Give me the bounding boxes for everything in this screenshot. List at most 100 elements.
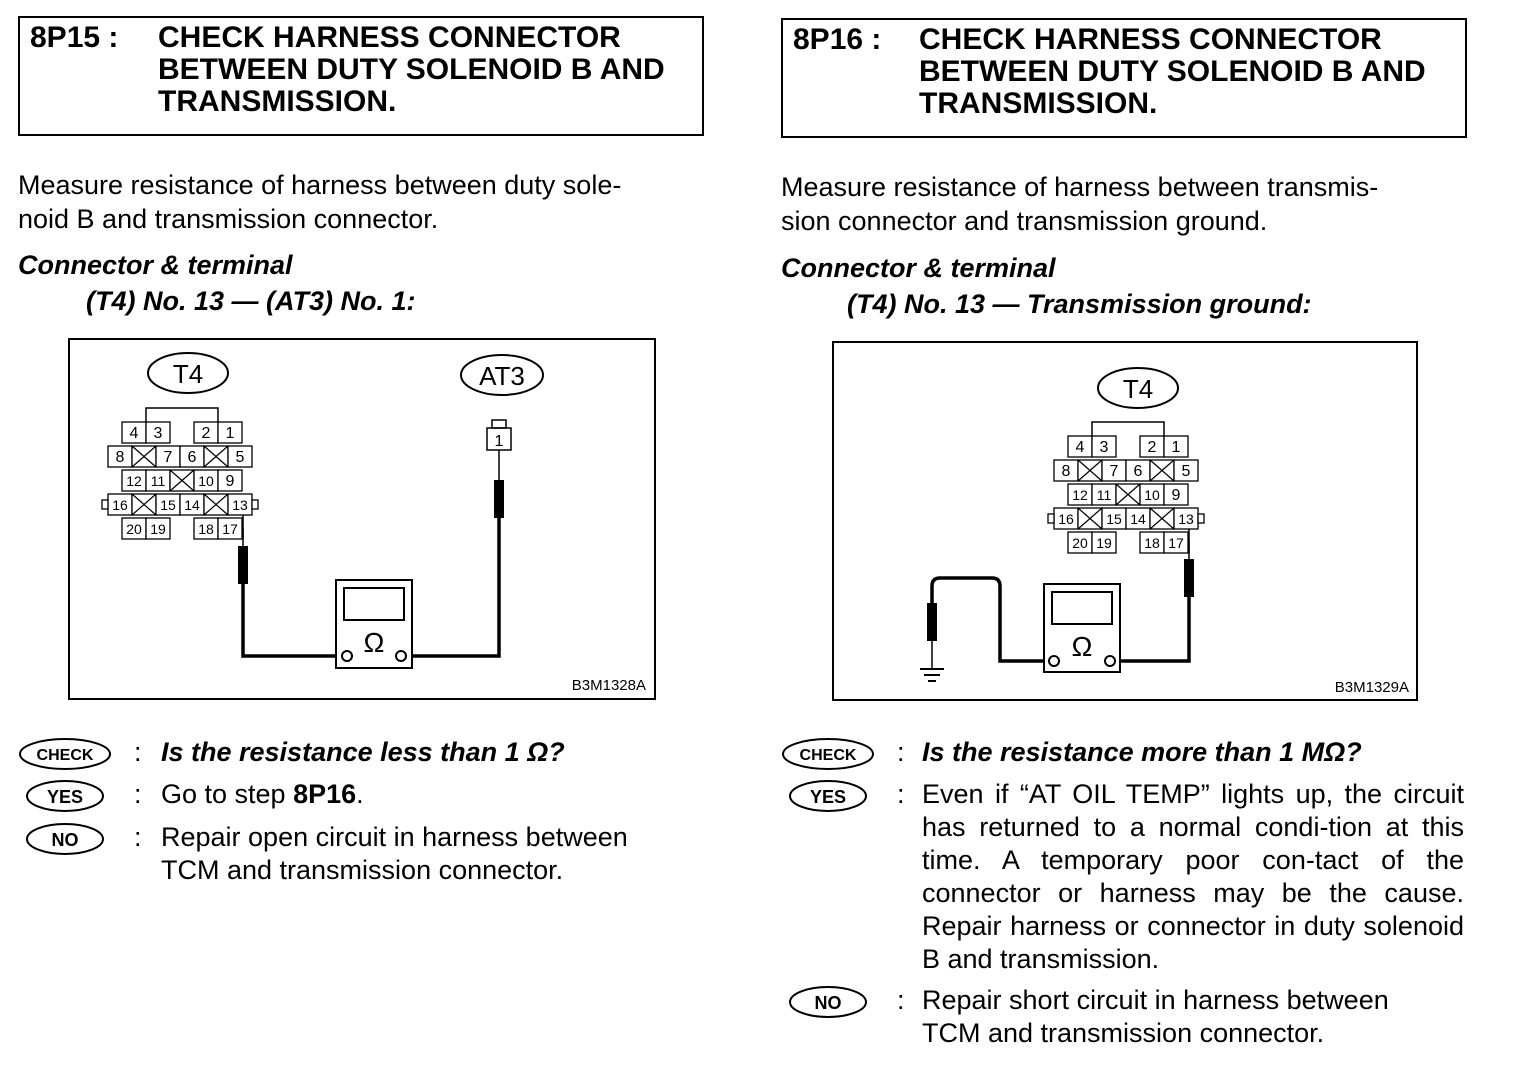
- terminal-cell: [217, 421, 243, 444]
- cavity-cross: [1077, 459, 1103, 482]
- terminal-cell: [145, 517, 171, 540]
- terminal-number: 12: [126, 473, 142, 489]
- cavity-cross: [169, 469, 195, 492]
- terminal-number: 19: [1096, 535, 1112, 551]
- pin-cap: [491, 419, 507, 429]
- terminal-number: 6: [188, 449, 197, 466]
- check-colon: :: [134, 737, 142, 767]
- no-badge-text: NO: [815, 993, 842, 1013]
- connector-terminal-spec: (T4) No. 13 — (AT3) No. 1:: [86, 286, 416, 316]
- step-reference: 8P16: [293, 779, 357, 809]
- step-description: Measure resistance of harness between du…: [18, 170, 622, 234]
- no-answer: Repair open circuit in harness between T…: [161, 822, 628, 885]
- yes-badge-text: YES: [47, 787, 83, 807]
- terminal-number: 15: [160, 497, 176, 513]
- ohm-symbol: Ω: [364, 627, 385, 658]
- terminal-cell: [1163, 483, 1189, 506]
- connector-lock-tab: [1197, 513, 1205, 524]
- terminal-number: 2: [1148, 439, 1157, 456]
- terminal-number: 18: [198, 521, 214, 537]
- check-badge-text: CHECK: [800, 747, 857, 764]
- probe-right: [494, 480, 504, 518]
- terminal-number: 19: [150, 521, 166, 537]
- connector-terminal-title: Connector & terminal: [781, 253, 1056, 283]
- yes-answer: Even if “AT OIL TEMP” lights up, the cir…: [922, 779, 1464, 974]
- cavity-cross: [1077, 507, 1103, 530]
- probe-ground: [927, 603, 937, 641]
- no-badge-text: NO: [52, 830, 79, 850]
- yes-badge: YES: [787, 779, 869, 813]
- yes-colon: :: [897, 779, 905, 809]
- lead-right: [1112, 597, 1191, 663]
- connector2-label: AT3: [479, 361, 525, 391]
- figure-frame: [832, 341, 1418, 701]
- no-badge: NO: [787, 985, 869, 1019]
- lead-right: [402, 518, 501, 658]
- no-badge: NO: [24, 822, 106, 856]
- terminal-number: 17: [222, 521, 238, 537]
- yes-badge: YES: [24, 779, 106, 813]
- connector-label: T4: [173, 359, 203, 389]
- probe-left: [238, 546, 248, 584]
- no-answer: Repair short circuit in harness between …: [922, 985, 1389, 1048]
- terminal-number: 9: [1172, 487, 1181, 504]
- connector2-label-oval: [460, 354, 544, 396]
- ohm-symbol: Ω: [1072, 631, 1093, 662]
- cavity-cross: [1149, 507, 1175, 530]
- connector-lock-tab: [101, 499, 109, 510]
- terminal-number: 11: [1097, 487, 1112, 503]
- yes-answer-text: Go to step: [161, 779, 294, 809]
- pin-label: 1: [495, 433, 504, 450]
- step-description: Measure resistance of harness between tr…: [781, 172, 1379, 236]
- probe-right: [1184, 559, 1194, 597]
- terminal-cell: [1091, 531, 1117, 554]
- step-number: 8P16 :: [793, 23, 882, 56]
- terminal-number: 5: [1182, 463, 1191, 480]
- no-colon: :: [897, 985, 905, 1015]
- terminal-number: 10: [198, 473, 214, 489]
- terminal-number: 20: [1072, 535, 1088, 551]
- terminal-number: 16: [1058, 511, 1074, 527]
- terminal-number: 2: [202, 425, 211, 442]
- ohmmeter-display: [1051, 591, 1113, 625]
- connector-terminal-title: Connector & terminal: [18, 250, 293, 280]
- terminal-number: 9: [226, 473, 235, 490]
- terminal-number: 18: [1144, 535, 1160, 551]
- lead-left: [930, 576, 1052, 663]
- yes-badge-text: YES: [810, 787, 846, 807]
- terminal-number: 17: [1168, 535, 1184, 551]
- terminal-number: 3: [154, 425, 163, 442]
- figure-frame: [68, 338, 656, 700]
- terminal-cell: [1091, 435, 1117, 458]
- step-header-box: [781, 18, 1467, 138]
- terminal-number: 15: [1106, 511, 1122, 527]
- connector-label-oval: [1097, 367, 1179, 409]
- cavity-cross: [1149, 459, 1175, 482]
- terminal-cell: [1173, 459, 1199, 482]
- step-title: CHECK HARNESS CONNECTOR BETWEEN DUTY SOL…: [158, 21, 665, 118]
- figure-code: B3M1329A: [1335, 679, 1409, 696]
- check-badge-text: CHECK: [37, 747, 94, 764]
- yes-answer: Go to step 8P16.: [161, 778, 364, 811]
- connector-label-oval: [147, 352, 229, 394]
- check-badge: CHECK: [781, 737, 875, 771]
- terminal-cell: [217, 517, 243, 540]
- terminal-number: 6: [1134, 463, 1143, 480]
- cavity-cross: [203, 445, 229, 468]
- terminal-number: 14: [1130, 511, 1146, 527]
- terminal-cell: [1163, 531, 1189, 554]
- connector-lock-tab: [1047, 513, 1055, 524]
- cavity-cross: [203, 493, 229, 516]
- yes-answer-end: .: [356, 779, 364, 809]
- cavity-cross: [1115, 483, 1141, 506]
- terminal-number: 11: [151, 473, 166, 489]
- no-colon: :: [134, 822, 142, 852]
- yes-colon: :: [134, 779, 142, 809]
- cavity-cross: [131, 493, 157, 516]
- step-number: 8P15 :: [30, 21, 119, 54]
